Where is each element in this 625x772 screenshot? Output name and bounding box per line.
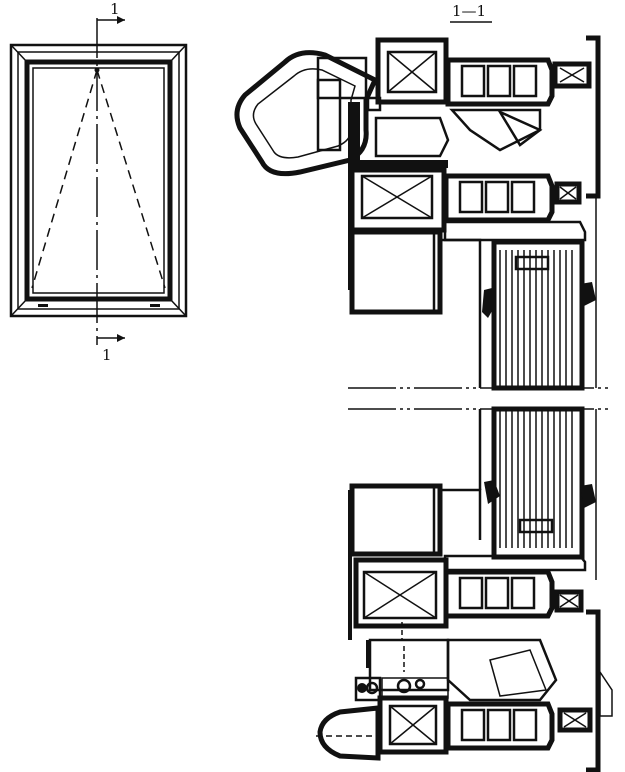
window-handle-top [234, 50, 379, 177]
sash-frame [24, 59, 173, 302]
cut-marker-top: 1 [110, 0, 120, 18]
section-view: 1—1 [234, 2, 613, 772]
outer-frame [9, 43, 188, 318]
opening-indicator-right [96, 69, 166, 289]
window-handle-bottom [317, 705, 381, 761]
section-title: 1—1 [452, 2, 486, 20]
opening-indicator-left [31, 69, 98, 289]
window-elevation: 1 1 [9, 0, 188, 364]
glass-pane [32, 67, 165, 294]
cut-marker-bottom: 1 [102, 346, 112, 364]
outer-frame-inner-edge [17, 51, 180, 310]
sash-profile-top [348, 102, 587, 315]
sash-profile-bottom [348, 483, 587, 640]
glass-unit [491, 239, 585, 560]
frame-profile-top [375, 35, 601, 199]
